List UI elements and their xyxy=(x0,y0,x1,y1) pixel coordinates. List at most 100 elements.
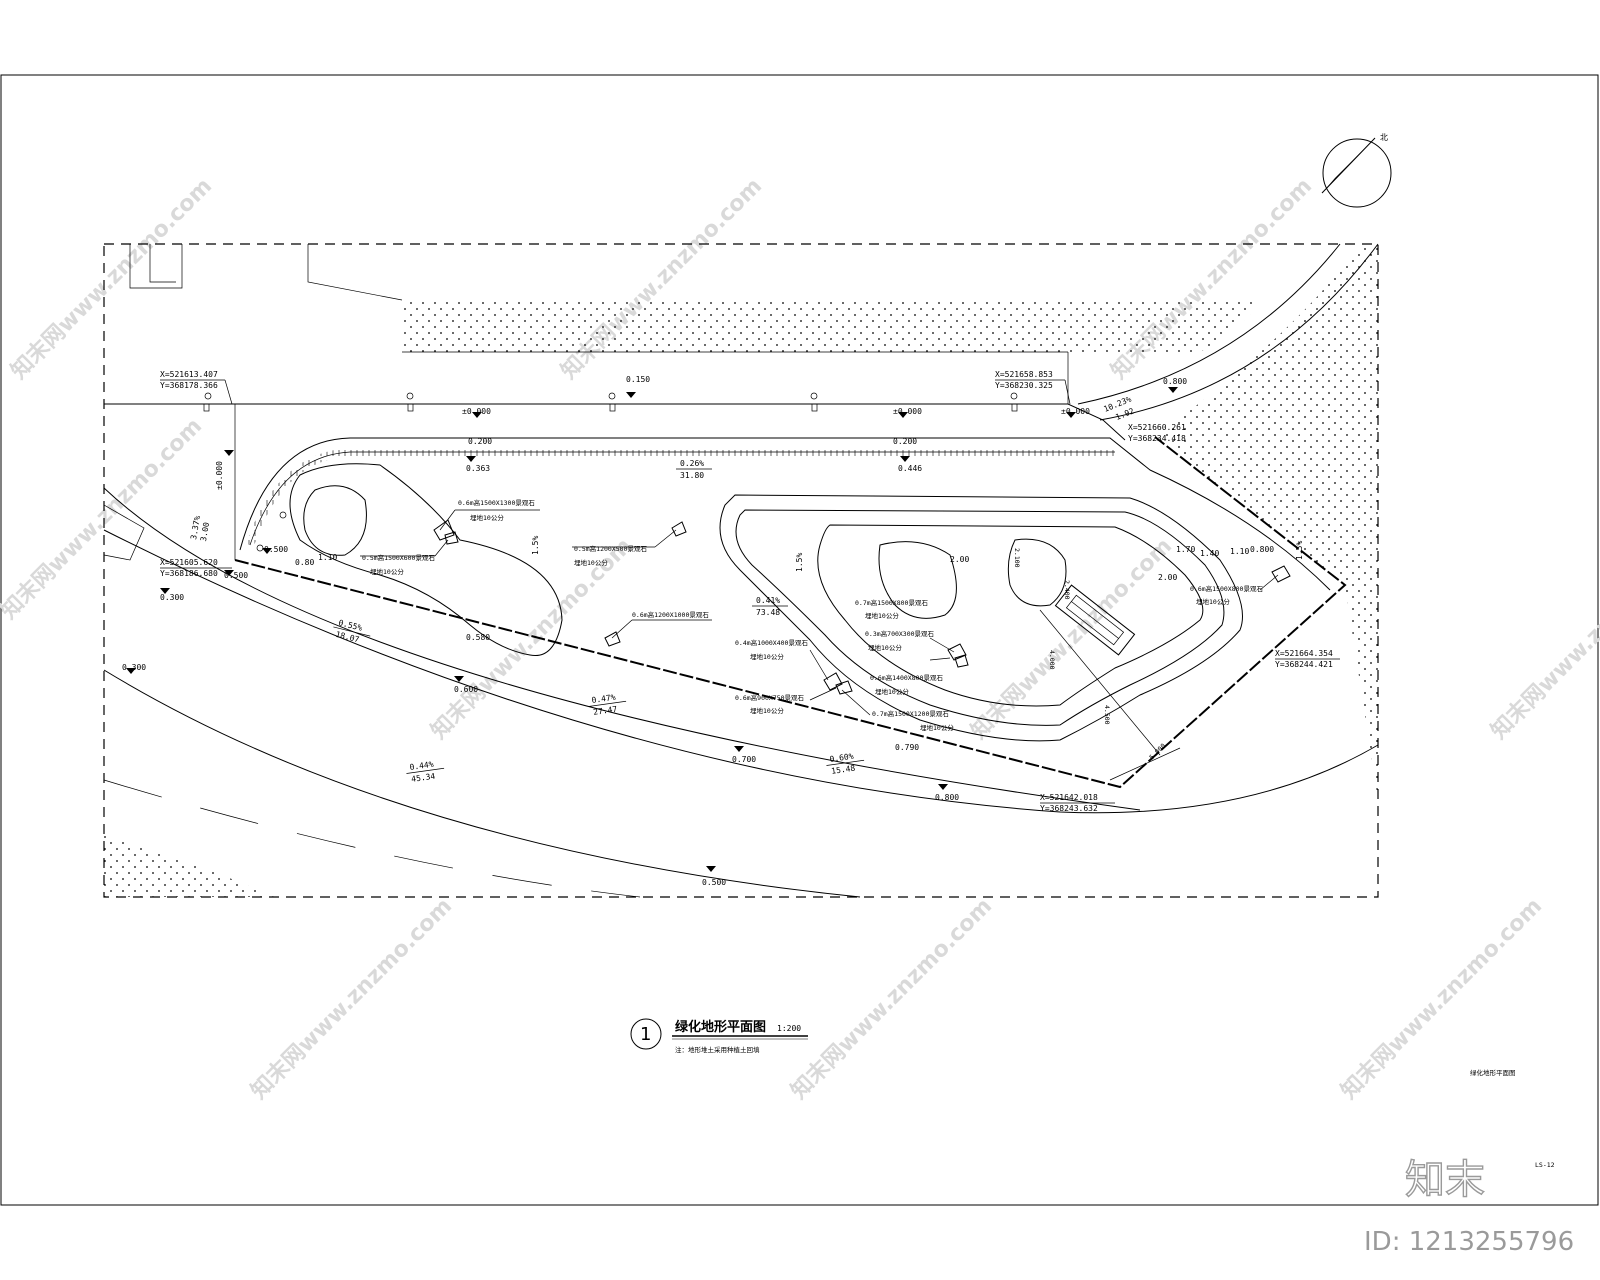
elevation-label: ±0.000 xyxy=(215,461,224,490)
contour-label: 1.10 xyxy=(318,553,337,562)
elevation-label: 0.790 xyxy=(895,743,919,752)
slope-len: 3.00 xyxy=(199,521,211,542)
coord-y: Y=368244.421 xyxy=(1275,660,1333,669)
stone-note: 埋地10公分 xyxy=(750,652,784,661)
coord-y: Y=368186.680 xyxy=(160,569,218,578)
drawing-scale: 1:200 xyxy=(777,1024,801,1033)
mound-left xyxy=(289,463,563,657)
road-edge-b xyxy=(103,529,1379,814)
coord-x: X=521642.018 xyxy=(1040,793,1098,802)
stone-spec: 0.3m高700X300景观石 xyxy=(865,629,935,638)
coord-y: Y=368230.325 xyxy=(995,381,1053,390)
coord-x: X=521605.620 xyxy=(160,558,218,567)
stone-spec: 0.7m高1500X800景观石 xyxy=(855,598,928,607)
stone xyxy=(835,680,853,695)
sheet-number: LS-12 xyxy=(1535,1161,1555,1169)
coord-y: Y=368178.366 xyxy=(160,381,218,390)
curved-road-edge-1 xyxy=(1077,243,1341,405)
slope-len: 45.34 xyxy=(411,772,436,784)
stone xyxy=(433,519,455,541)
slope-pct: 1.5% xyxy=(531,536,540,555)
drawing-title-block: 1 绿化地形平面图 1:200 注：地形堆土采用种植土回填 xyxy=(630,1018,808,1054)
stone xyxy=(1271,565,1291,583)
elevation-label: 0.300 xyxy=(122,663,146,672)
contour-label: 1.10 xyxy=(1230,547,1249,556)
elevation-label: 0.800 xyxy=(935,793,959,802)
road-edge-a xyxy=(103,487,1141,811)
dimension-label: 2.100 xyxy=(1013,548,1021,568)
elevation-label: 0.700 xyxy=(732,755,756,764)
mound-right xyxy=(719,494,1243,742)
plan-boundary xyxy=(103,243,1379,898)
coord-x: X=521660.261 xyxy=(1128,423,1186,432)
slope-len: 18.07 xyxy=(335,630,361,645)
stone-spec: 0.7m高1500X1200景观石 xyxy=(872,709,949,718)
watermark: 知末网www.znzmo.com xyxy=(246,893,457,1104)
elevation-label: 0.500 xyxy=(224,571,248,580)
stone xyxy=(604,631,621,647)
contour-label: 1.70 xyxy=(1176,545,1195,554)
watermark: 知末网www.znzmo.com xyxy=(786,893,997,1104)
coord-y: Y=368243.632 xyxy=(1040,804,1098,813)
watermark: 知末网www.znzmo.com xyxy=(1486,533,1600,744)
elevation-label: ±0.000 xyxy=(1061,407,1090,416)
slope-len: 73.48 xyxy=(756,608,780,617)
elevation-label: 0.500 xyxy=(702,878,726,887)
planting-boundary xyxy=(234,436,1347,789)
slope-pct: 0.60% xyxy=(829,752,854,764)
coord-x: X=521658.853 xyxy=(995,370,1053,379)
stone-spec: 0.6m高1500X1300景观石 xyxy=(458,498,535,507)
hatch-southwest-corner xyxy=(104,835,275,897)
stone-note: 埋地10公分 xyxy=(750,706,784,715)
watermark: 知末网www.znzmo.com xyxy=(556,173,767,384)
coord-y: Y=368234.418 xyxy=(1128,434,1186,443)
north-label: 北 xyxy=(1380,133,1388,142)
sculpture-feature xyxy=(1054,584,1136,656)
stone xyxy=(444,531,459,545)
drawing-note: 注：地形堆土采用种植土回填 xyxy=(675,1045,760,1054)
stone-note: 埋地10公分 xyxy=(370,567,404,576)
elevation-label: 0.300 xyxy=(160,593,184,602)
stone xyxy=(823,672,843,691)
stone xyxy=(671,521,687,537)
stone-spec: 0.4m高1000X400景观石 xyxy=(735,638,808,647)
stone-spec: 0.6m高1200X1000景观石 xyxy=(632,610,709,619)
contour-label: 1.40 xyxy=(1200,549,1219,558)
landscape-stones xyxy=(433,519,1291,695)
stone-note: 埋地10公分 xyxy=(470,513,504,522)
stone-note: 埋地10公分 xyxy=(920,723,954,732)
elevation-label: 0.363 xyxy=(466,464,490,473)
elevation-label: 0.200 xyxy=(893,437,917,446)
elevation-label: 0.800 xyxy=(1163,377,1187,386)
elevation-label: 0.150 xyxy=(626,375,650,384)
slope-len: 15.48 xyxy=(831,764,856,776)
slope-pct: 0.41% xyxy=(756,596,780,605)
hatch-east-area xyxy=(1155,244,1378,800)
north-arrow[interactable]: 北 xyxy=(1321,133,1392,208)
drawing-title: 绿化地形平面图 xyxy=(675,1019,766,1035)
stone-spec: 0.5m高1500X600景观石 xyxy=(362,553,435,562)
dimension-label: 2.400 xyxy=(1063,580,1071,600)
contour-label: 2.00 xyxy=(1158,573,1177,582)
watermark: 知末网www.znzmo.com xyxy=(966,533,1177,744)
dimension-label: 4.500 xyxy=(1103,705,1111,725)
elevation-label: 0.446 xyxy=(898,464,922,473)
brand-logo: 知末 xyxy=(1405,1157,1485,1203)
dimension-label: 4.000 xyxy=(1048,650,1056,670)
slope-pct: 1.5% xyxy=(795,553,804,572)
stone xyxy=(954,654,969,668)
watermark: 知末网www.znzmo.com xyxy=(6,173,217,384)
image-id: ID: 1213255796 xyxy=(1364,1227,1574,1257)
road-markers xyxy=(203,392,1018,552)
hatch-areas xyxy=(104,244,1378,897)
stone-note: 埋地10公分 xyxy=(868,643,902,652)
contour-labels: 0.80 1.10 2.00 1.70 1.40 1.10 2.00 xyxy=(295,545,1249,582)
stone-spec: 0.6m高1500X800景观石 xyxy=(1190,584,1263,593)
stone-spec: 0.6m高1400X800景观石 xyxy=(870,673,943,682)
elevation-label: 0.200 xyxy=(468,437,492,446)
road-edge-c xyxy=(103,669,861,898)
curb-inner xyxy=(239,437,1331,591)
slope-pct: 0.47% xyxy=(591,693,616,705)
elevation-label: 0.600 xyxy=(454,685,478,694)
